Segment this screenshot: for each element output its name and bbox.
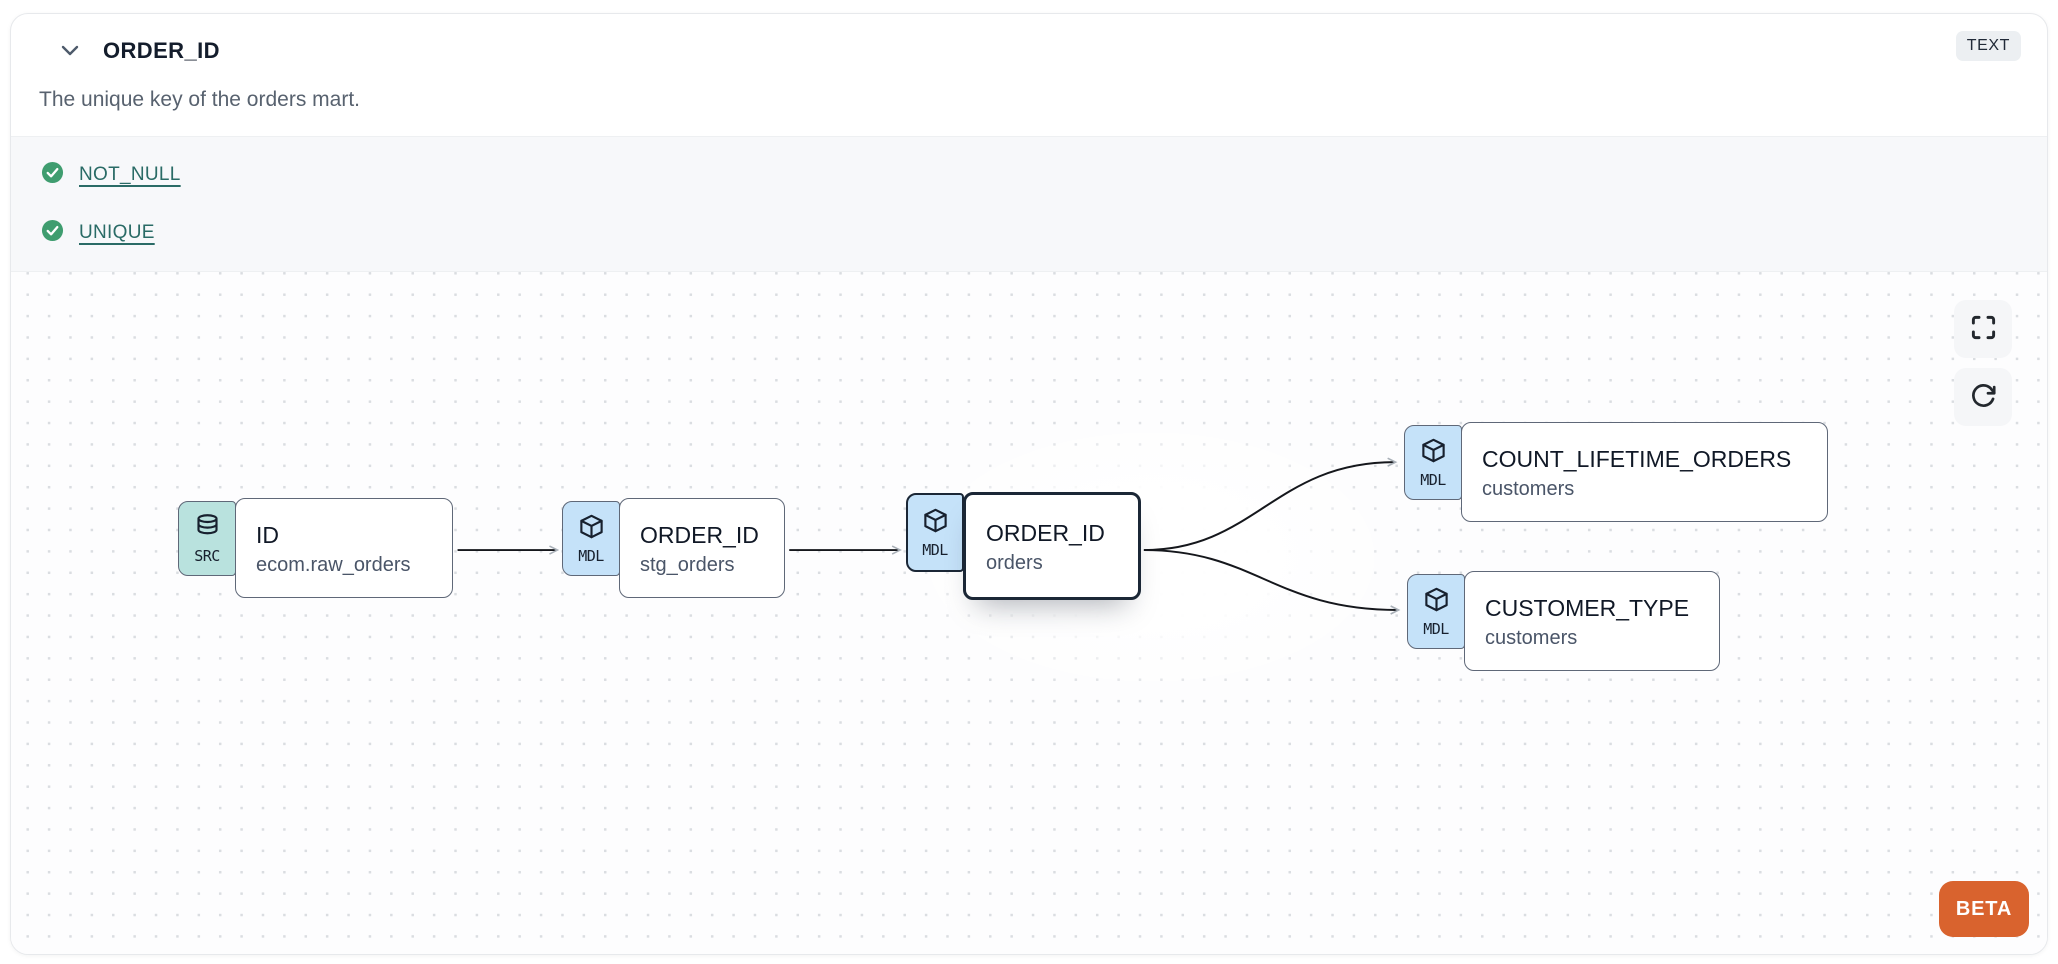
refresh-icon	[1970, 382, 1997, 412]
check-circle-icon	[41, 161, 64, 189]
node-model-name: orders	[986, 551, 1043, 574]
column-details-panel: ORDER_ID TEXT The unique key of the orde…	[10, 13, 2048, 955]
lineage-node-orders-selected[interactable]: MDL ORDER_ID orders	[906, 492, 1141, 600]
node-kind-label: MDL	[578, 546, 604, 565]
node-kind-chip: MDL	[1407, 574, 1465, 649]
test-link-not-null[interactable]: NOT_NULL	[79, 164, 181, 185]
node-column-name: ID	[256, 521, 279, 548]
lineage-canvas[interactable]: SRC ID ecom.raw_orders MDL ORDER_ID stg_…	[11, 272, 2047, 954]
column-type-badge: TEXT	[1955, 31, 2021, 61]
tests-section: NOT_NULL UNIQUE	[11, 136, 2047, 272]
node-kind-label: MDL	[922, 540, 948, 559]
fullscreen-button[interactable]	[1954, 300, 2012, 358]
node-kind-label: SRC	[194, 546, 220, 565]
column-description: The unique key of the orders mart.	[39, 88, 360, 111]
page-title: ORDER_ID	[103, 38, 220, 63]
lineage-node-stg-orders[interactable]: MDL ORDER_ID stg_orders	[562, 498, 785, 598]
lineage-node-source-id[interactable]: SRC ID ecom.raw_orders	[178, 498, 453, 598]
refresh-button[interactable]	[1954, 368, 2012, 426]
node-kind-label: MDL	[1423, 619, 1449, 638]
lineage-node-count-lifetime-orders[interactable]: MDL COUNT_LIFETIME_ORDERS customers	[1404, 422, 1828, 522]
node-kind-chip: MDL	[562, 501, 620, 576]
node-column-name: CUSTOMER_TYPE	[1485, 594, 1690, 621]
node-body: ORDER_ID orders	[963, 492, 1141, 600]
cube-icon	[922, 507, 949, 539]
test-row: UNIQUE	[41, 219, 2017, 247]
cube-icon	[1423, 586, 1450, 618]
node-body: CUSTOMER_TYPE customers	[1464, 571, 1720, 671]
chevron-down-icon	[58, 38, 82, 65]
test-row: NOT_NULL	[41, 161, 2017, 189]
test-link-unique[interactable]: UNIQUE	[79, 222, 155, 243]
header: ORDER_ID TEXT The unique key of the orde…	[11, 14, 2047, 136]
node-column-name: COUNT_LIFETIME_ORDERS	[1482, 445, 1792, 472]
lineage-node-customer-type[interactable]: MDL CUSTOMER_TYPE customers	[1407, 571, 1720, 671]
cube-icon	[1420, 437, 1447, 469]
fullscreen-icon	[1970, 314, 1997, 344]
node-model-name: customers	[1482, 477, 1575, 500]
node-model-name: stg_orders	[640, 553, 735, 576]
node-column-name: ORDER_ID	[986, 519, 1105, 546]
node-column-name: ORDER_ID	[640, 521, 759, 548]
node-kind-chip: MDL	[1404, 425, 1462, 500]
node-kind-chip: SRC	[178, 501, 236, 576]
beta-badge: BETA	[1939, 881, 2029, 937]
node-body: ID ecom.raw_orders	[235, 498, 453, 598]
lineage-edges	[457, 457, 1401, 615]
database-icon	[194, 513, 221, 545]
node-body: ORDER_ID stg_orders	[619, 498, 785, 598]
node-body: COUNT_LIFETIME_ORDERS customers	[1461, 422, 1828, 522]
collapse-button[interactable]	[53, 34, 87, 68]
node-model-name: ecom.raw_orders	[256, 553, 411, 576]
node-model-name: customers	[1485, 626, 1578, 649]
cube-icon	[578, 513, 605, 545]
node-kind-chip: MDL	[906, 493, 964, 572]
node-kind-label: MDL	[1420, 470, 1446, 489]
check-circle-icon	[41, 219, 64, 247]
